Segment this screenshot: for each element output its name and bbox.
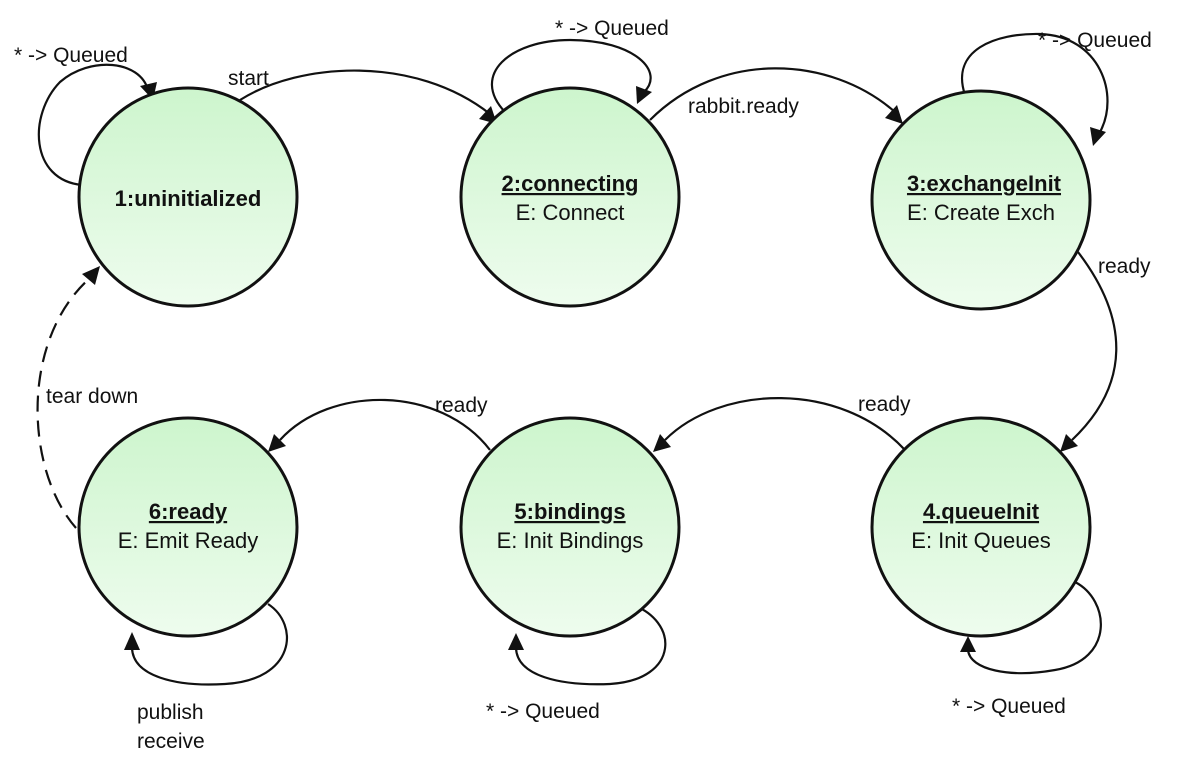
arrow-head	[653, 434, 671, 452]
transition-label: start	[228, 67, 269, 90]
state-entry-action: E: Connect	[516, 200, 625, 225]
transition-uninitialized-connecting: start	[228, 67, 497, 124]
arrow-head	[1060, 434, 1078, 452]
transition-bindings-ready: ready	[268, 394, 491, 452]
state-entry-action: E: Init Bindings	[497, 528, 644, 553]
arrow-head	[82, 266, 100, 285]
transition-self-bindings: * -> Queued	[486, 602, 667, 723]
state-entry-action: E: Emit Ready	[118, 528, 259, 553]
transition-exchangeinit-queueinit: ready	[1060, 251, 1151, 452]
state-title: 5:bindings	[514, 499, 625, 524]
transition-queueinit-bindings: ready	[653, 393, 911, 452]
state-uninitialized: 1:uninitialized	[77, 86, 299, 308]
transition-label: ready	[435, 394, 488, 417]
arrow-head	[124, 632, 140, 650]
transition-label-line-2: receive	[137, 730, 205, 753]
state-queueinit: 4.queueInit E: Init Queues	[870, 416, 1092, 638]
state-title: 1:uninitialized	[115, 186, 262, 211]
transition-label: tear down	[46, 385, 138, 408]
transition-self-queueinit: * -> Queued	[952, 581, 1102, 718]
transition-connecting-exchangeinit: rabbit.ready	[649, 67, 903, 124]
transition-self-exchangeinit: * -> Queued	[961, 29, 1152, 146]
state-entry-action: E: Create Exch	[907, 200, 1055, 225]
arrow-head	[508, 633, 524, 650]
state-title: 3:exchangeInit	[907, 171, 1062, 196]
arrow-head	[960, 636, 976, 652]
state-title: 6:ready	[149, 499, 228, 524]
transition-label: ready	[1098, 255, 1151, 278]
arrow-head	[636, 86, 652, 104]
transition-label: * -> Queued	[486, 700, 600, 723]
transition-label: ready	[858, 393, 911, 416]
transition-label: * -> Queued	[555, 17, 669, 40]
state-entry-action: E: Init Queues	[911, 528, 1050, 553]
transition-label: * -> Queued	[1038, 29, 1152, 52]
transition-label: * -> Queued	[14, 44, 128, 67]
transition-self-ready: publish receive	[124, 603, 289, 753]
transition-self-connecting: * -> Queued	[490, 17, 669, 113]
transition-label: * -> Queued	[952, 695, 1066, 718]
transition-label-line-1: publish	[137, 701, 204, 724]
state-exchangeinit: 3:exchangeInit E: Create Exch	[870, 89, 1092, 311]
state-title: 4.queueInit	[923, 499, 1040, 524]
arrow-head	[268, 434, 286, 452]
arrow-head	[885, 105, 903, 124]
state-title: 2:connecting	[502, 171, 639, 196]
state-connecting: 2:connecting E: Connect	[459, 86, 681, 308]
transition-label: rabbit.ready	[688, 95, 799, 118]
arrow-head	[1090, 127, 1106, 146]
state-bindings: 5:bindings E: Init Bindings	[459, 416, 681, 638]
state-ready: 6:ready E: Emit Ready	[77, 416, 299, 638]
transition-ready-uninitialized: tear down	[36, 266, 138, 529]
